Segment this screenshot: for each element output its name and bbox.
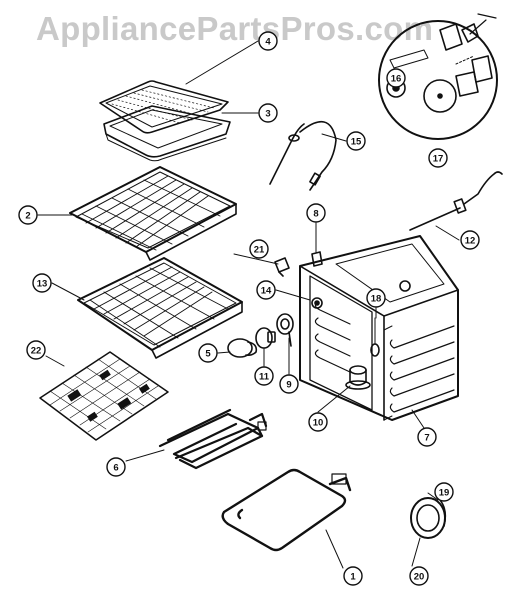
callout-label: 12 xyxy=(465,235,476,246)
callout-16: 16 xyxy=(386,68,406,88)
temperature-sensor xyxy=(269,121,337,191)
callout-5: 5 xyxy=(198,343,218,363)
broiler-pan xyxy=(103,105,231,162)
callout-label: 21 xyxy=(254,244,265,255)
watermark-text: AppliancePartsPros.com xyxy=(36,10,434,47)
callout-label: 14 xyxy=(261,285,272,296)
callout-label: 11 xyxy=(259,371,270,382)
convection-fan-inset xyxy=(378,13,498,140)
light-socket-small xyxy=(370,317,380,357)
callout-3: 3 xyxy=(258,103,278,123)
callout-label: 22 xyxy=(31,345,42,356)
broil-element xyxy=(158,408,268,470)
oven-cavity xyxy=(299,235,459,421)
callout-15: 15 xyxy=(346,131,366,151)
callout-4: 4 xyxy=(258,31,278,51)
oven-sensor xyxy=(409,171,503,231)
bake-fitting xyxy=(345,365,371,390)
callout-label: 3 xyxy=(265,108,270,119)
callout-label: 5 xyxy=(205,348,211,359)
callout-label: 18 xyxy=(371,293,382,304)
leader-lines xyxy=(37,40,460,569)
callout-18: 18 xyxy=(366,288,386,308)
callout-label: 17 xyxy=(433,153,444,164)
oven-rack-lower xyxy=(77,257,243,359)
lamp-cover xyxy=(410,497,447,539)
lamp-socket xyxy=(276,313,294,347)
callout-14: 14 xyxy=(256,280,276,300)
callout-1: 1 xyxy=(343,566,363,586)
callout-label: 2 xyxy=(25,210,30,221)
callout-12: 12 xyxy=(460,230,480,250)
callout-label: 20 xyxy=(414,571,425,582)
callout-label: 7 xyxy=(424,432,429,443)
callout-17: 17 xyxy=(428,148,448,168)
light-bulb xyxy=(255,327,276,349)
callout-8: 8 xyxy=(306,203,326,223)
callout-22: 22 xyxy=(26,340,46,360)
callout-label: 10 xyxy=(313,417,324,428)
grid-screen xyxy=(39,351,169,441)
clip xyxy=(274,257,290,277)
bake-element xyxy=(221,468,352,552)
callout-21: 21 xyxy=(249,239,269,259)
callout-label: 16 xyxy=(391,73,402,84)
callout-2: 2 xyxy=(18,205,38,225)
callout-label: 15 xyxy=(351,136,362,147)
callout-6: 6 xyxy=(106,457,126,477)
broiler-pan-insert xyxy=(99,80,229,134)
callout-9: 9 xyxy=(279,374,299,394)
bracket xyxy=(311,251,323,267)
lamp-lens xyxy=(227,338,258,358)
callout-label: 1 xyxy=(350,571,356,582)
callout-20: 20 xyxy=(409,566,429,586)
callout-13: 13 xyxy=(32,273,52,293)
callout-label: 19 xyxy=(439,487,450,498)
callout-label: 9 xyxy=(286,379,291,390)
callout-10: 10 xyxy=(308,412,328,432)
callout-label: 8 xyxy=(313,208,318,219)
grommet xyxy=(311,297,323,309)
callout-7: 7 xyxy=(417,427,437,447)
callout-19: 19 xyxy=(434,482,454,502)
callout-label: 6 xyxy=(113,462,118,473)
callout-label: 4 xyxy=(265,36,271,47)
callout-label: 13 xyxy=(37,278,48,289)
oven-rack-upper xyxy=(69,166,237,261)
callout-11: 11 xyxy=(254,366,274,386)
